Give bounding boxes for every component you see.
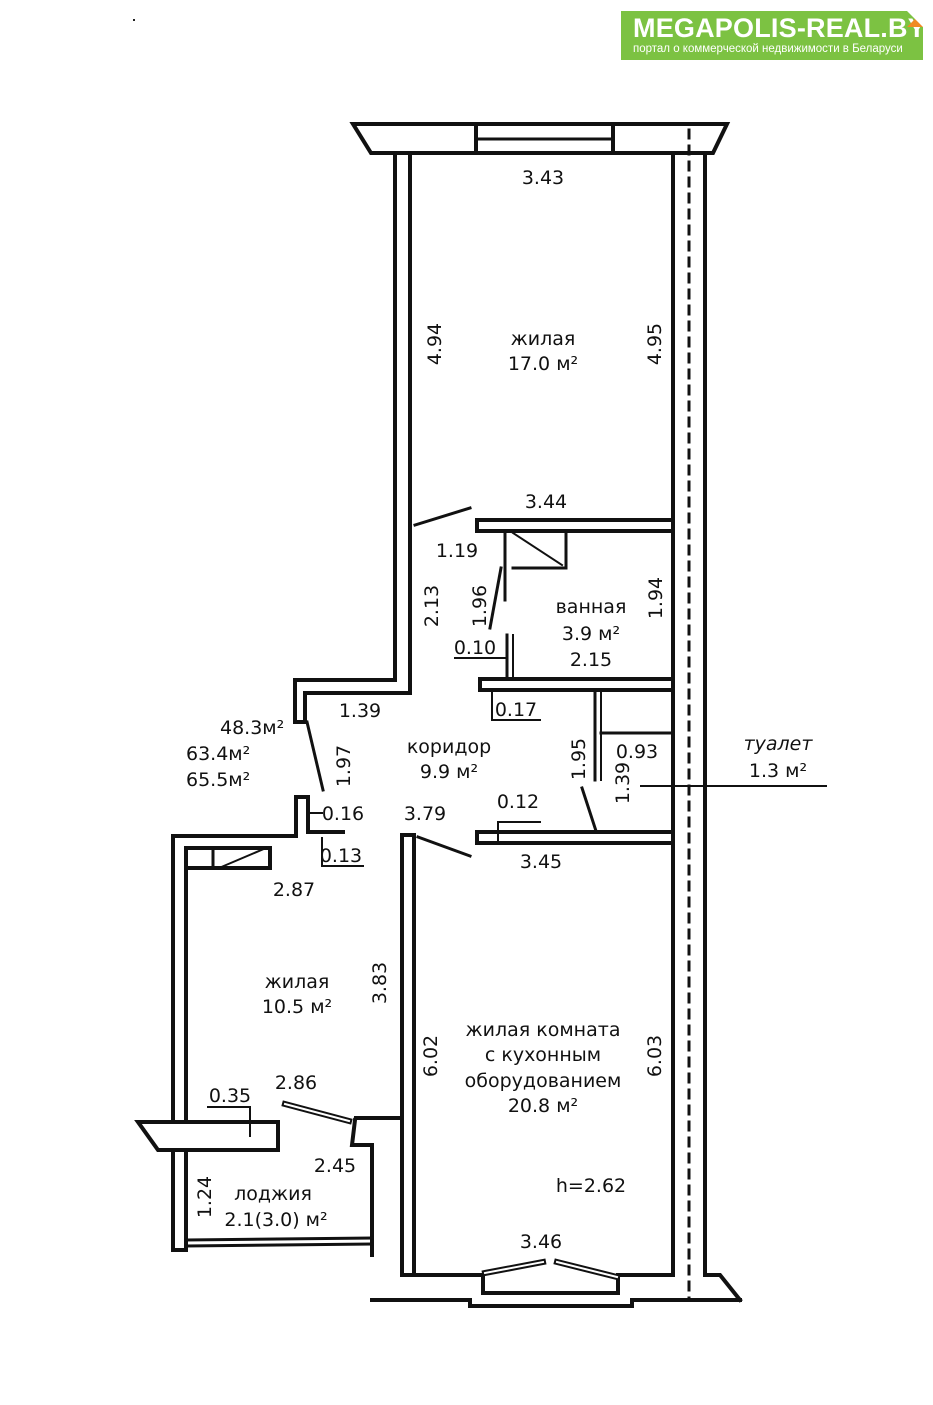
site-logo[interactable]: MEGAPOLIS-REAL.BY портал о коммерческой … [621, 11, 926, 60]
ceiling-height: h=2.62 [556, 1175, 626, 1197]
stray-dot [133, 19, 135, 21]
dim-1-19: 1.19 [436, 540, 478, 562]
dim-2-45: 2.45 [314, 1155, 356, 1177]
wall-loggia [171, 1148, 374, 1252]
dim-toilet-length: 1.39 [612, 762, 634, 804]
room-kitchen-name-1: жилая комната [466, 1019, 621, 1041]
dim-3-45: 3.45 [520, 851, 562, 873]
balcony-door [281, 1100, 353, 1125]
dim-0-35: 0.35 [209, 1085, 251, 1107]
total-area: 63.4м² [186, 743, 250, 765]
door-kitchen [416, 835, 472, 858]
dim-3-79: 3.79 [404, 803, 446, 825]
room-loggia-area: 2.1(3.0) м² [224, 1209, 327, 1231]
dim-top-left: 4.94 [424, 323, 446, 365]
wall-bottom [370, 1273, 743, 1308]
dim-bath-right: 1.94 [645, 577, 667, 619]
dim-2-13: 2.13 [421, 585, 443, 627]
dim-1-95: 1.95 [568, 738, 590, 780]
wall-right-outer [671, 128, 707, 1302]
dim-top-right: 4.95 [644, 323, 666, 365]
dim-bath-width: 2.15 [570, 649, 612, 671]
door-left-room [305, 720, 325, 792]
door-bathroom [488, 566, 503, 630]
dim-kitchen-right: 6.03 [644, 1035, 666, 1077]
wall-top-room-left [393, 153, 412, 682]
room-living-top-name: жилая [511, 328, 576, 350]
dim-left-bottom: 2.86 [275, 1072, 317, 1094]
room-loggia-name: лоджия [234, 1183, 312, 1205]
dim-toilet-width: 0.93 [616, 741, 658, 763]
room-living-left-name: жилая [265, 971, 330, 993]
dim-1-96: 1.96 [469, 585, 491, 627]
dim-kitchen-bottom: 3.46 [520, 1231, 562, 1253]
room-kitchen-name-3: оборудованием [465, 1070, 622, 1092]
dim-1-39: 1.39 [339, 700, 381, 722]
wall-left-room [171, 834, 272, 1127]
door-toilet [580, 786, 599, 836]
door-top-room [413, 506, 472, 527]
logo-subtitle: портал о коммерческой недвижимости в Бел… [633, 43, 903, 55]
dim-0-12: 0.12 [497, 791, 539, 813]
dim-leader-0-12 [497, 821, 541, 844]
dim-top-bottom: 3.44 [525, 491, 567, 513]
room-toilet-area: 1.3 м² [749, 760, 807, 782]
dim-leader-0-17 [491, 689, 541, 721]
left-window-sill [134, 1106, 280, 1152]
dim-1-97: 1.97 [333, 745, 355, 787]
room-kitchen-area: 20.8 м² [508, 1095, 578, 1117]
room-living-top-area: 17.0 м² [508, 353, 578, 375]
wall-bathroom [475, 518, 675, 692]
room-corridor-area: 9.9 м² [420, 761, 478, 783]
room-bathroom-name: ванная [556, 596, 627, 618]
dim-0-10: 0.10 [454, 637, 496, 659]
wall-corridor [174, 678, 416, 1277]
logo-title: MEGAPOLIS-REAL.BY [633, 13, 926, 43]
dim-left-top: 2.87 [273, 879, 315, 901]
room-kitchen-name-2: с кухонным [485, 1044, 601, 1066]
wall-toilet [475, 691, 675, 845]
total-living-area: 48.3м² [220, 717, 284, 739]
top-window-sill [349, 122, 731, 155]
dim-0-13: 0.13 [320, 845, 362, 867]
dim-0-17: 0.17 [495, 699, 537, 721]
room-living-left-area: 10.5 м² [262, 996, 332, 1018]
bottom-window-doors [481, 1258, 621, 1281]
dim-0-16: 0.16 [322, 803, 364, 825]
room-corridor-name: коридор [407, 736, 491, 758]
room-bathroom-area: 3.9 м² [562, 623, 620, 645]
dim-top-width: 3.43 [522, 167, 564, 189]
dim-kitchen-left: 6.02 [420, 1035, 442, 1077]
total-area-with-loggia: 65.5м² [186, 769, 250, 791]
dim-left-right: 3.83 [369, 962, 391, 1004]
wall-loggia-right [349, 1117, 374, 1257]
dim-leader-0-13 [321, 837, 364, 867]
dim-loggia-side: 1.24 [194, 1176, 216, 1218]
room-toilet-name: туалет [744, 733, 814, 755]
